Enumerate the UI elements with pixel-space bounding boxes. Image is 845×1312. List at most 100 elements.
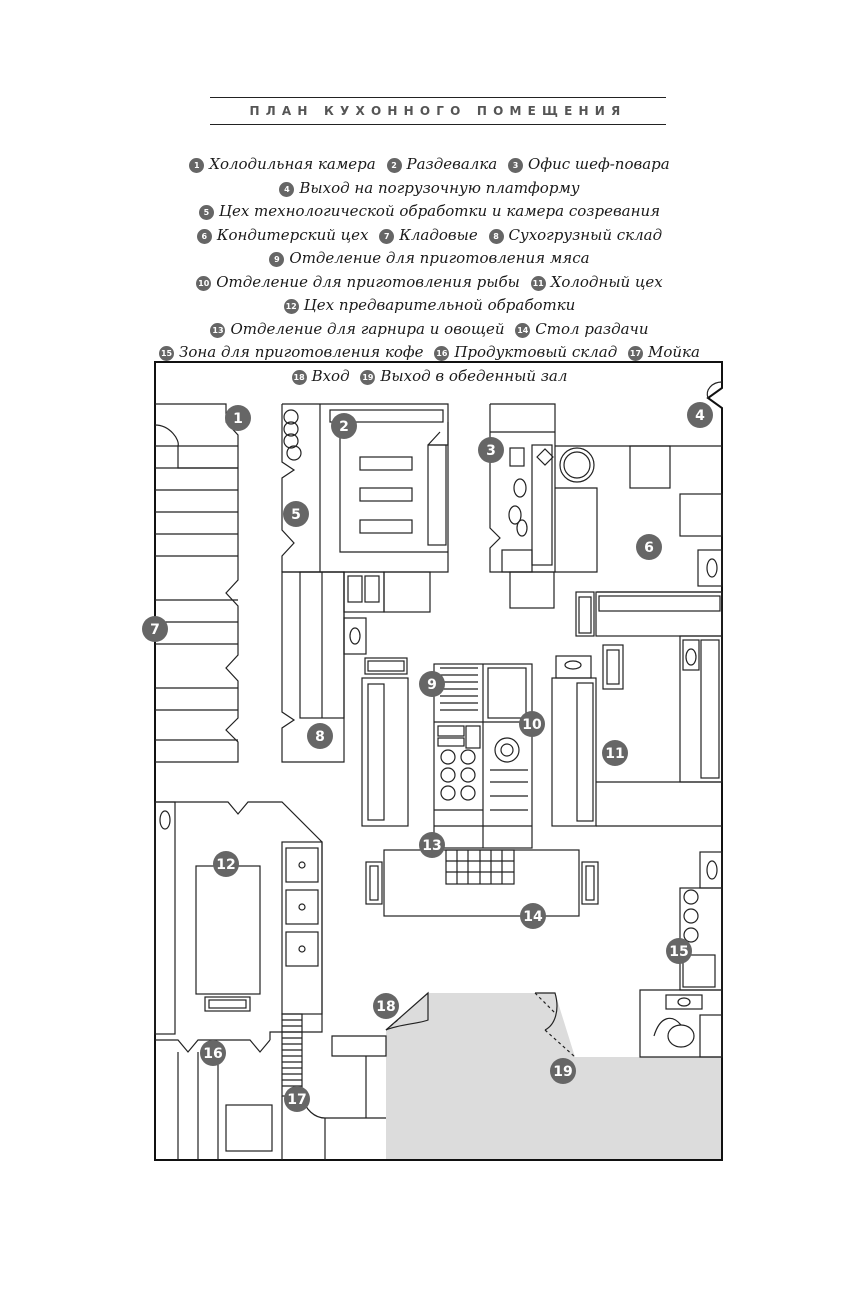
legend-number-badge: 17 bbox=[628, 346, 643, 361]
legend-label: Холодный цех bbox=[550, 272, 663, 291]
plan-marker: 16 bbox=[200, 1040, 226, 1066]
legend-label: Кондитерский цех bbox=[216, 225, 369, 244]
legend-label: Выход в обеденный зал bbox=[380, 366, 568, 385]
plan-marker-number: 14 bbox=[523, 909, 543, 925]
plan-marker-number: 8 bbox=[315, 729, 325, 745]
legend-number-badge: 8 bbox=[488, 228, 504, 244]
legend-item: 12 Цех предварительной обработки bbox=[283, 296, 582, 314]
plan-marker-circle bbox=[520, 903, 546, 929]
plan-marker-circle bbox=[142, 616, 168, 642]
plan-marker: 5 bbox=[283, 501, 309, 527]
outer-wall bbox=[154, 361, 723, 1161]
plan-marker: 11 bbox=[602, 740, 628, 766]
legend-number-badge: 5 bbox=[198, 205, 214, 220]
plan-marker: 3 bbox=[478, 437, 504, 463]
plan-marker: 1 bbox=[225, 405, 251, 431]
plan-marker-circle bbox=[200, 1040, 226, 1066]
legend-number-badge: 4 bbox=[279, 181, 295, 197]
legend-number-badge: 15 bbox=[159, 346, 175, 361]
food-storage bbox=[177, 1035, 387, 1160]
plan-marker: 14 bbox=[520, 903, 546, 929]
legend-number-badge: 2 bbox=[386, 158, 402, 173]
plan-marker-number: 12 bbox=[216, 857, 235, 873]
cooking-block bbox=[361, 657, 533, 849]
plan-marker-circle bbox=[602, 740, 628, 766]
plan-marker-number: 5 bbox=[291, 507, 301, 523]
plan-marker-circle bbox=[373, 993, 399, 1019]
plan-marker: 13 bbox=[419, 832, 445, 858]
plan-marker-circle bbox=[687, 402, 713, 428]
plan-marker: 7 bbox=[142, 616, 168, 642]
legend-number-badge: 7 bbox=[379, 228, 395, 244]
plan-marker-number: 16 bbox=[203, 1046, 222, 1062]
plan-marker-circle bbox=[307, 723, 333, 749]
plan-marker-circle bbox=[636, 534, 662, 560]
plan-marker: 19 bbox=[550, 1058, 576, 1084]
plan-marker-number: 4 bbox=[695, 408, 705, 424]
plan-marker-circle bbox=[519, 711, 545, 737]
legend-label: Сухогрузный склад bbox=[508, 225, 663, 244]
page-title: ПЛАН КУХОННОГО ПОМЕЩЕНИЯ bbox=[249, 104, 627, 118]
pass-table bbox=[365, 849, 599, 917]
legend-label: Кладовые bbox=[399, 225, 478, 244]
legend-label: Отделение для приготовления мяса bbox=[289, 249, 590, 267]
legend-number-badge: 3 bbox=[508, 158, 524, 173]
processing-shop-walls bbox=[281, 403, 321, 573]
dishwash-grating bbox=[281, 1013, 303, 1097]
chef-office bbox=[489, 403, 598, 609]
legend-label: Отделение для гарнира и овощей bbox=[230, 319, 505, 338]
title-bottom-rule bbox=[210, 124, 666, 125]
plan-marker-circle bbox=[550, 1058, 576, 1084]
legend-label: Выход на погрузочную платформу bbox=[299, 178, 580, 197]
plan-marker-circle bbox=[419, 671, 445, 697]
plan-marker-number: 2 bbox=[339, 419, 349, 435]
legend-item: 2 Раздевалка bbox=[386, 155, 504, 173]
legend-number-badge: 12 bbox=[283, 299, 299, 314]
plan-marker-circle bbox=[419, 832, 445, 858]
legend-label: Вход bbox=[311, 366, 350, 385]
plan-marker: 12 bbox=[213, 851, 239, 877]
legend-number-badge: 13 bbox=[210, 322, 226, 338]
plan-marker: 17 bbox=[284, 1086, 310, 1112]
legend-number-badge: 9 bbox=[269, 252, 285, 267]
plan-marker: 2 bbox=[331, 413, 357, 439]
legend-number-badge: 10 bbox=[196, 275, 212, 291]
plan-marker-number: 3 bbox=[486, 443, 496, 459]
legend-number-badge: 19 bbox=[360, 369, 376, 385]
title-block: ПЛАН КУХОННОГО ПОМЕЩЕНИЯ bbox=[210, 97, 666, 125]
plan-marker-number: 19 bbox=[553, 1064, 572, 1080]
plan-marker-number: 15 bbox=[669, 944, 688, 960]
legend-number-badge: 18 bbox=[291, 369, 307, 385]
plan-marker: 10 bbox=[519, 711, 545, 737]
legend-label: Раздевалка bbox=[406, 155, 498, 173]
title-top-rule bbox=[210, 97, 666, 98]
plan-marker-number: 10 bbox=[522, 717, 542, 733]
plan-marker-number: 9 bbox=[427, 677, 437, 693]
legend-number-badge: 6 bbox=[196, 228, 212, 244]
pantry-shelves bbox=[154, 403, 239, 763]
legend-number-badge: 16 bbox=[434, 346, 450, 361]
plan-marker-circle bbox=[225, 405, 251, 431]
legend-number-badge: 11 bbox=[530, 275, 546, 291]
legend-label: Цех технологической обработки и камера с… bbox=[218, 202, 661, 220]
cold-shop bbox=[551, 591, 723, 827]
plan-marker-circle bbox=[283, 501, 309, 527]
legend-label: Отделение для приготовления рыбы bbox=[216, 272, 520, 291]
legend-number-badge: 14 bbox=[515, 322, 531, 338]
legend-label: Стол раздачи bbox=[535, 319, 649, 338]
legend-label: Цех предварительной обработки bbox=[303, 296, 576, 314]
